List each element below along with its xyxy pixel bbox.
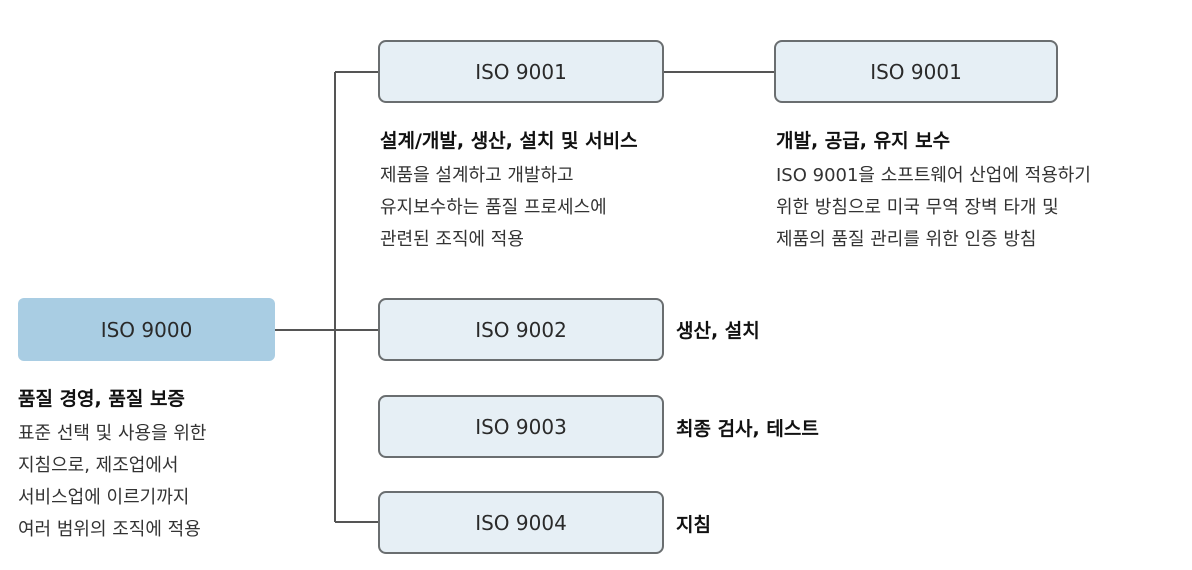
iso9000-desc-line: 서비스업에 이르기까지 xyxy=(18,487,190,508)
iso9001-desc-line: 관련된 조직에 적용 xyxy=(380,229,524,250)
iso9003-caption: 최종 검사, 테스트 xyxy=(676,418,819,440)
iso9000-desc-line: 표준 선택 및 사용을 위한 xyxy=(18,423,207,444)
iso9002-label: ISO 9002 xyxy=(475,317,567,342)
iso9001-description: 제품을 설계하고 개발하고 유지보수하는 품질 프로세스에 관련된 조직에 적용 xyxy=(380,160,607,256)
iso9004-caption: 지침 xyxy=(676,514,711,536)
iso9001-software-heading: 개발, 공급, 유지 보수 xyxy=(776,130,951,152)
iso9002-node: ISO 9002 xyxy=(378,298,664,361)
iso9001-node: ISO 9001 xyxy=(378,40,664,103)
iso9000-heading: 품질 경영, 품질 보증 xyxy=(18,388,185,410)
iso9001-desc-line: 제품을 설계하고 개발하고 xyxy=(380,165,574,186)
iso9001-desc-line: 유지보수하는 품질 프로세스에 xyxy=(380,197,607,218)
iso9001-software-desc-line: 제품의 품질 관리를 위한 인증 방침 xyxy=(776,229,1037,250)
iso9000-description: 표준 선택 및 사용을 위한 지침으로, 제조업에서 서비스업에 이르기까지 여… xyxy=(18,418,207,546)
iso9001-software-desc-line: 위한 방침으로 미국 무역 장벽 타개 및 xyxy=(776,197,1059,218)
iso9000-node: ISO 9000 xyxy=(18,298,275,361)
iso9003-node: ISO 9003 xyxy=(378,395,664,458)
iso9002-caption: 생산, 설치 xyxy=(676,320,760,342)
iso9004-label: ISO 9004 xyxy=(475,510,567,535)
iso9001-heading: 설계/개발, 생산, 설치 및 서비스 xyxy=(380,130,638,152)
iso9001-label: ISO 9001 xyxy=(475,59,567,84)
iso9001-software-desc-line: ISO 9001을 소프트웨어 산업에 적용하기 xyxy=(776,165,1091,186)
iso9001-software-node: ISO 9001 xyxy=(774,40,1058,103)
iso9003-label: ISO 9003 xyxy=(475,414,567,439)
iso9001-software-label: ISO 9001 xyxy=(870,59,962,84)
iso9004-node: ISO 9004 xyxy=(378,491,664,554)
iso9001-software-description: ISO 9001을 소프트웨어 산업에 적용하기 위한 방침으로 미국 무역 장… xyxy=(776,160,1091,256)
iso9000-desc-line: 여러 범위의 조직에 적용 xyxy=(18,519,201,540)
iso9000-desc-line: 지침으로, 제조업에서 xyxy=(18,455,179,476)
iso9000-label: ISO 9000 xyxy=(100,317,193,342)
